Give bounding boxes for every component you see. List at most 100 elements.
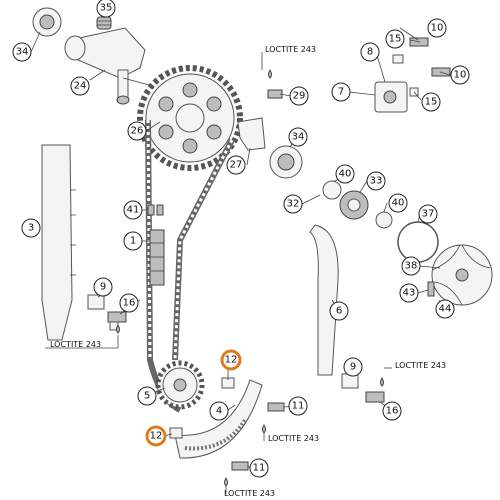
- callout-38[interactable]: 38: [401, 256, 421, 276]
- callout-10-top[interactable]: 10: [427, 18, 447, 38]
- note-loctite-top-text: LOCTITE 243: [265, 45, 316, 54]
- cam-sprocket-26: [137, 65, 243, 171]
- callout-7[interactable]: 7: [331, 82, 351, 102]
- callout-16-right[interactable]: 16: [382, 401, 402, 421]
- note-loctite-bottom: LOCTITE 243: [224, 486, 275, 498]
- bolt-11-lower: [231, 461, 249, 471]
- callout-11-lower[interactable]: 11: [249, 458, 269, 478]
- callout-43[interactable]: 43: [399, 283, 419, 303]
- callout-1-label: 1: [130, 236, 136, 247]
- shaft-seal-group: [322, 180, 393, 229]
- callout-10-lower[interactable]: 10: [450, 65, 470, 85]
- callout-34-right[interactable]: 34: [288, 127, 308, 147]
- callout-34-right-label: 34: [292, 132, 305, 143]
- callout-9-left-label: 9: [100, 282, 106, 293]
- callout-35-label: 35: [100, 3, 113, 14]
- parts-drawing: [32, 7, 493, 487]
- callout-9-left[interactable]: 9: [93, 277, 113, 297]
- callout-35[interactable]: 35: [96, 0, 116, 18]
- note-loctite-right: LOCTITE 243: [384, 361, 446, 370]
- callout-33[interactable]: 33: [366, 171, 386, 191]
- callout-37[interactable]: 37: [418, 204, 438, 224]
- chain-link-1: [149, 229, 165, 286]
- callout-3-label: 3: [28, 223, 34, 234]
- clips-41: [147, 204, 164, 216]
- callout-27-label: 27: [230, 160, 243, 171]
- bolt-16-right: [365, 391, 385, 403]
- water-pump-impeller: [427, 244, 493, 306]
- bushing-9-left: [87, 294, 105, 310]
- callout-3[interactable]: 3: [21, 218, 41, 238]
- callout-24-label: 24: [74, 81, 87, 92]
- note-loctite-bottom-text: LOCTITE 243: [224, 489, 275, 498]
- callout-8[interactable]: 8: [360, 42, 380, 62]
- callout-11-upper-label: 11: [292, 401, 305, 412]
- callout-15-top-label: 15: [389, 34, 402, 45]
- callout-41[interactable]: 41: [123, 200, 143, 220]
- callout-27[interactable]: 27: [226, 155, 246, 175]
- callout-33-label: 33: [370, 176, 383, 187]
- callout-10-lower-label: 10: [454, 70, 467, 81]
- leader-lines: [30, 11, 451, 469]
- note-loctite-top: LOCTITE 243: [261, 45, 316, 70]
- callout-16-right-label: 16: [386, 406, 399, 417]
- guide-rail-6: [309, 224, 339, 376]
- callout-43-label: 43: [403, 288, 416, 299]
- callout-34-top[interactable]: 34: [12, 42, 32, 62]
- callout-8-label: 8: [367, 47, 373, 58]
- note-loctite-left: LOCTITE 243: [45, 335, 119, 349]
- callout-34-top-label: 34: [16, 47, 29, 58]
- callout-15-lower[interactable]: 15: [421, 92, 441, 112]
- callout-12-top[interactable]: 12: [220, 349, 242, 371]
- callout-44[interactable]: 44: [435, 299, 455, 319]
- callout-16-left-label: 16: [123, 298, 136, 309]
- callout-group: 35 34 24 26 3 41 1 9: [12, 0, 470, 478]
- callout-15-lower-label: 15: [425, 97, 438, 108]
- bushing-12-bottom: [169, 427, 183, 439]
- camshaft-24: [64, 27, 169, 105]
- callout-11-upper[interactable]: 11: [288, 396, 308, 416]
- callout-15-top[interactable]: 15: [385, 29, 405, 49]
- callout-16-left[interactable]: 16: [119, 293, 139, 313]
- callout-26[interactable]: 26: [127, 121, 147, 141]
- callout-12-top-label: 12: [225, 355, 238, 366]
- bearing-34-right: [269, 145, 303, 179]
- guide-rail-3: [41, 144, 76, 341]
- callout-40-lower-label: 40: [392, 198, 405, 209]
- callout-5-label: 5: [144, 391, 150, 402]
- note-loctite-right-text: LOCTITE 243: [395, 361, 446, 370]
- callout-26-label: 26: [131, 126, 144, 137]
- callout-40-top[interactable]: 40: [335, 164, 355, 184]
- tensioner-rail-4: [174, 379, 263, 459]
- note-loctite-center: LOCTITE 243: [263, 432, 319, 443]
- callout-9-right[interactable]: 9: [343, 357, 363, 377]
- callout-44-label: 44: [439, 304, 452, 315]
- callout-40-top-label: 40: [339, 169, 352, 180]
- note-loctite-left-text: LOCTITE 243: [50, 340, 101, 349]
- loctite-notes: LOCTITE 243 LOCTITE 243 LOCTITE 243 LOCT…: [45, 45, 446, 498]
- callout-32-label: 32: [287, 199, 300, 210]
- bracket-27: [237, 117, 266, 151]
- callout-24[interactable]: 24: [70, 76, 90, 96]
- callout-1[interactable]: 1: [123, 231, 143, 251]
- callout-40-lower[interactable]: 40: [388, 193, 408, 213]
- callout-38-label: 38: [405, 261, 418, 272]
- loctite-drops: [116, 69, 384, 487]
- callout-10-top-label: 10: [431, 23, 444, 34]
- callout-5[interactable]: 5: [137, 386, 157, 406]
- bearing-34-top: [32, 7, 62, 37]
- crank-sprocket-5: [155, 360, 205, 410]
- callout-4[interactable]: 4: [209, 401, 229, 421]
- callout-41-label: 41: [127, 205, 140, 216]
- callout-9-right-label: 9: [350, 362, 356, 373]
- callout-12-bottom[interactable]: 12: [145, 425, 167, 447]
- spring-35: [96, 16, 112, 30]
- o-ring-37: [397, 221, 439, 263]
- callout-6[interactable]: 6: [329, 301, 349, 321]
- callout-4-label: 4: [216, 406, 222, 417]
- callout-29-label: 29: [293, 91, 306, 102]
- callout-32[interactable]: 32: [283, 194, 303, 214]
- callout-29[interactable]: 29: [289, 86, 309, 106]
